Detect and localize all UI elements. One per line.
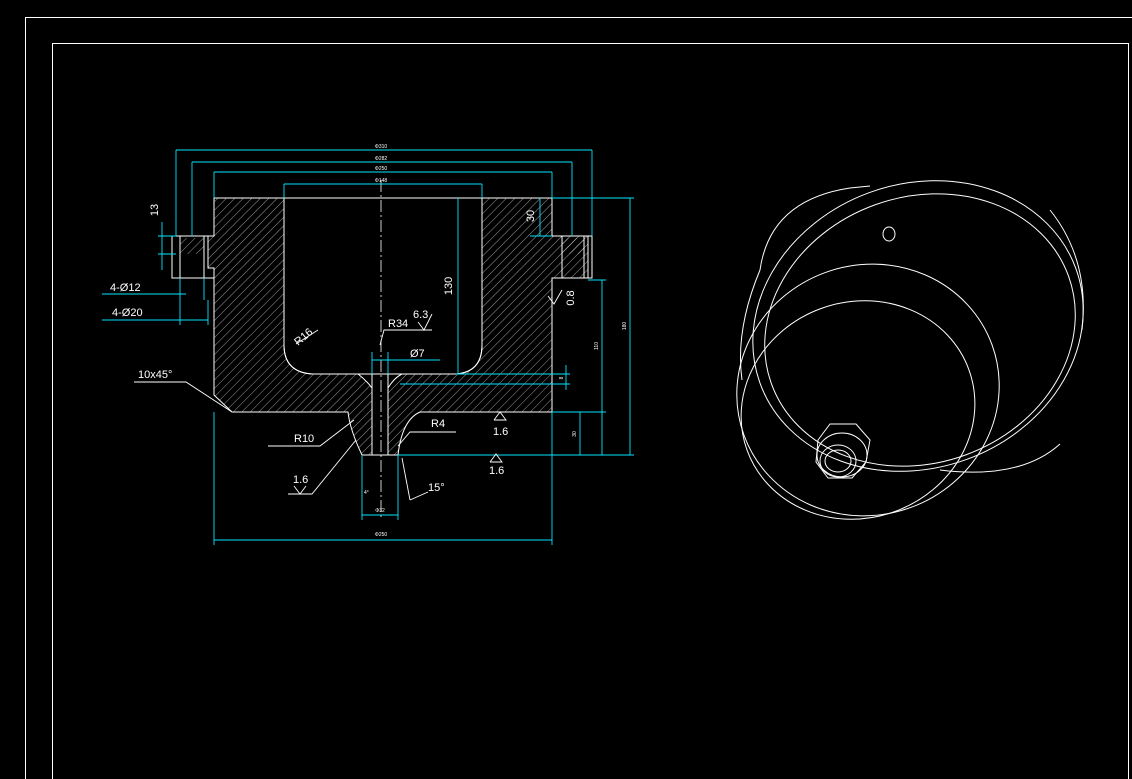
flange-hatch-left	[180, 238, 204, 254]
iso-body	[736, 263, 1000, 517]
inner-border	[52, 43, 1129, 779]
dim-cavity-depth: 130	[443, 277, 455, 295]
dim-height-mid: 110	[594, 342, 600, 350]
dim-fillet-nozzle: R4	[431, 418, 445, 430]
iso-silhouette	[740, 185, 1084, 473]
flange-hatch-right	[562, 238, 584, 254]
dim-height-bottom: 30	[572, 431, 578, 437]
dim-height-total: 180	[622, 322, 628, 331]
dim-flange-thickness: 13	[149, 204, 161, 216]
iso-bolt-hole	[882, 226, 896, 242]
section-hatch-left	[207, 197, 373, 456]
surface-finish-symbols	[293, 289, 563, 495]
dim-ledge-height: 30	[525, 210, 537, 222]
dim-fillet-outer: R10	[294, 433, 314, 445]
finish-outer-left: 1.6	[293, 474, 308, 486]
dim-fillet-cavity: R16	[292, 326, 315, 348]
dim-nozzle-angle: 15°	[428, 482, 445, 494]
dim-base-diameter: Φ250	[375, 532, 388, 538]
iso-flange-rim	[752, 180, 1084, 472]
section-view	[171, 180, 593, 520]
dim-chamfer: 10x45°	[138, 369, 172, 381]
iso-nozzle-hex	[815, 423, 871, 479]
dim-fillet-bore: R34	[388, 318, 408, 330]
dim-height-small: 8	[559, 376, 565, 379]
isometric-view	[736, 180, 1084, 520]
dim-hole-small: 4-Ø12	[110, 282, 141, 294]
dim-overall-diameter: Φ310	[375, 144, 388, 150]
dim-hole-counterbore: 4-Ø20	[112, 307, 143, 319]
finish-bore: 6.3	[413, 309, 428, 321]
iso-body-face	[740, 300, 976, 520]
flange-left	[171, 235, 214, 279]
dim-cavity-diameter: Φ148	[375, 178, 388, 184]
finish-nozzle-face: 1.6	[489, 465, 504, 477]
dim-nozzle-diameter: Φ32	[375, 508, 385, 514]
dimension-lines	[102, 149, 634, 545]
finish-top-right: 0.8	[565, 290, 577, 305]
finish-bottom-face: 1.6	[493, 426, 508, 438]
iso-nozzle-bore	[824, 449, 852, 473]
outer-border	[25, 17, 1132, 779]
dim-flange-bolt-circle: Φ282	[375, 156, 388, 162]
dim-bore-diameter: Ø7	[410, 348, 425, 360]
dim-flange-diameter: Φ250	[375, 166, 388, 172]
leader-lines	[134, 329, 456, 501]
cavity-outline	[283, 198, 483, 375]
section-hatch-right	[387, 197, 589, 456]
iso-nozzle-ring	[819, 444, 857, 478]
dim-small-angle: 4°	[364, 490, 369, 496]
iso-flange-inner	[764, 193, 1076, 467]
